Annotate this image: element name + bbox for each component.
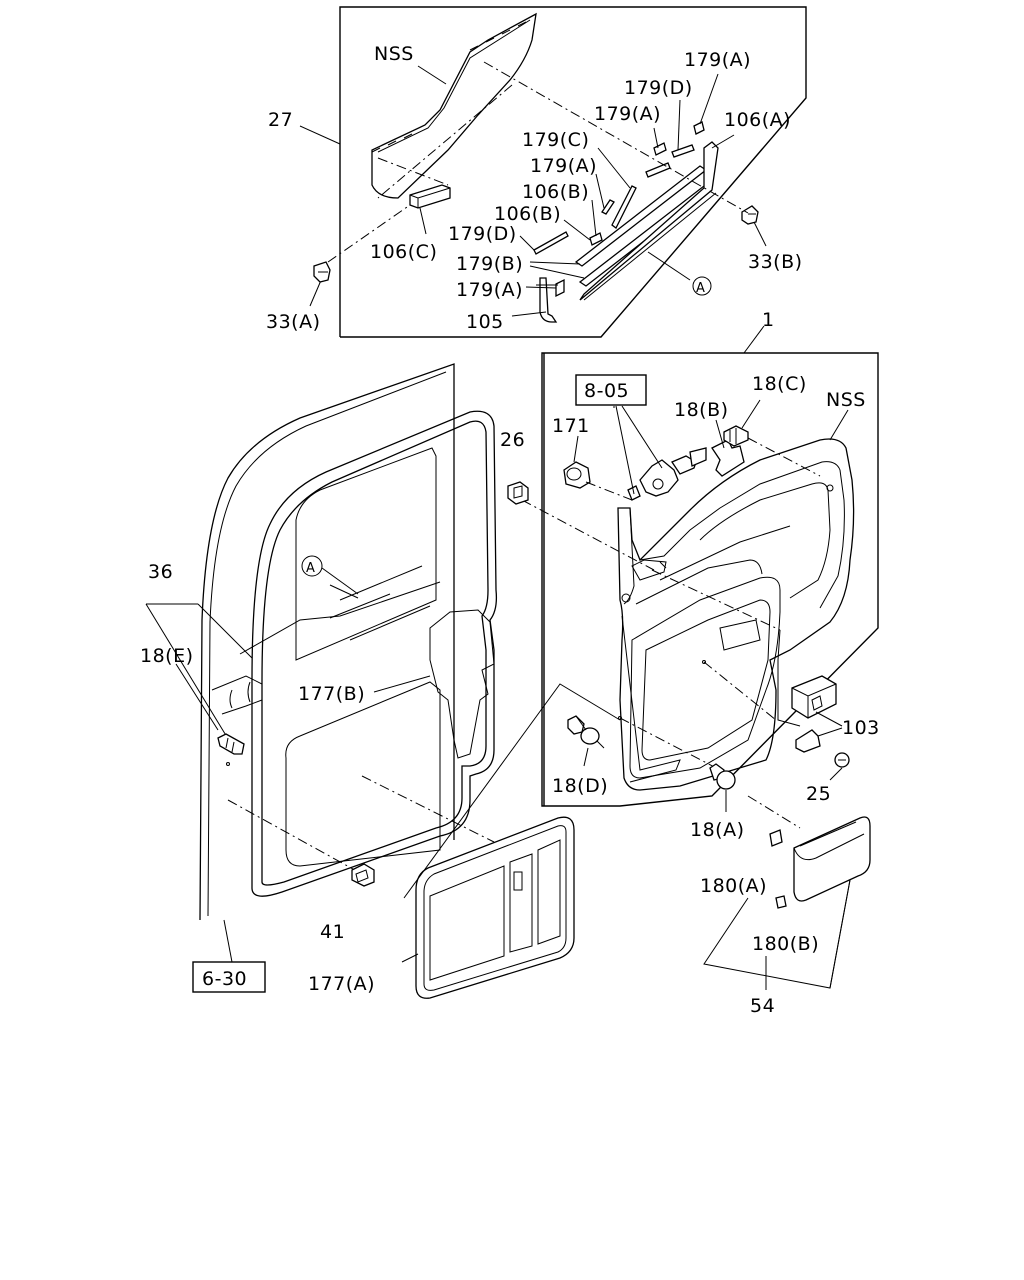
label-18b: 18(B) [674, 399, 729, 421]
dash-nss-106c [377, 157, 449, 186]
dash-pocket [747, 795, 801, 829]
top-detail-box [299, 6, 807, 338]
label-171: 171 [552, 415, 590, 437]
leader-103-left [777, 629, 801, 727]
label-54: 54 [750, 995, 775, 1017]
label-36: 36 [148, 561, 173, 583]
part-18b [711, 439, 745, 477]
label-27: 27 [268, 109, 293, 131]
label-179b: 179(B) [456, 253, 523, 275]
label-179d-2: 179(D) [448, 223, 517, 245]
part-177a-glass [401, 816, 575, 999]
dash-41 [227, 799, 363, 875]
right-leaders [403, 399, 849, 899]
label-41: 41 [320, 921, 345, 943]
label-103: 103 [842, 717, 880, 739]
door-leaders [145, 499, 655, 875]
ref-54-bracket [703, 879, 851, 990]
callout-a-door: A [306, 561, 315, 576]
part-106c [409, 184, 451, 209]
label-179a-1: 179(A) [684, 49, 751, 71]
label-106a: 106(A) [724, 109, 791, 131]
right-box-frame [541, 352, 879, 807]
callout-circle-a-door [301, 555, 323, 577]
label-18a: 18(A) [690, 819, 745, 841]
label-25: 25 [806, 783, 831, 805]
label-180b: 180(B) [752, 933, 819, 955]
labels: NSS 27 179(A) 179(D) 179(A) 106(A) 179(C… [140, 43, 880, 1017]
dash-clip [651, 569, 781, 631]
label-177b: 177(B) [298, 683, 365, 705]
dash-18c [747, 437, 821, 477]
label-18c: 18(C) [752, 373, 807, 395]
ref-box-630 [192, 961, 266, 993]
dash-33a [327, 204, 411, 263]
part-25 [829, 752, 850, 781]
ref-box-805 [575, 374, 647, 406]
right-detail-box [541, 325, 879, 807]
label-179a-3: 179(A) [530, 155, 597, 177]
ref-630-leader [223, 919, 233, 963]
top-box-frame [339, 6, 807, 338]
label-18e: 18(E) [140, 645, 194, 667]
part-180-pocket [769, 816, 871, 909]
part-105 [536, 277, 558, 323]
label-33b: 33(B) [748, 251, 803, 273]
label-179a-4: 179(A) [456, 279, 523, 301]
dash-vertical [377, 84, 513, 199]
part-18c [723, 425, 749, 447]
part-18e [217, 733, 245, 755]
part-171 [563, 461, 591, 489]
label-105: 105 [466, 311, 504, 333]
top-leaders [299, 65, 767, 317]
label-33a: 33(A) [266, 311, 321, 333]
label-106c: 106(C) [370, 241, 437, 263]
nss-trim-top [371, 12, 537, 199]
part-805-handle [627, 447, 707, 501]
leader-177a [401, 953, 419, 963]
door-panel [199, 363, 498, 921]
callout-circle-a-top [692, 276, 712, 296]
part-18a [709, 763, 736, 812]
part-26 [507, 481, 529, 505]
part-18d [567, 715, 600, 767]
part-33a [313, 261, 331, 283]
dash-18a [619, 717, 725, 773]
label-179c: 179(C) [522, 129, 589, 151]
label-179a-2: 179(A) [594, 103, 661, 125]
label-177a: 177(A) [308, 973, 375, 995]
molding-strips [574, 141, 719, 301]
label-nss-top: NSS [374, 43, 414, 65]
label-805: 8-05 [584, 380, 629, 402]
box-diag-line [403, 683, 621, 899]
label-179d-1: 179(D) [624, 77, 693, 99]
label-630: 6-30 [202, 968, 247, 990]
part-103 [791, 675, 843, 753]
dash-171 [585, 481, 633, 501]
dash-103 [703, 661, 777, 721]
label-18d: 18(D) [552, 775, 608, 797]
dash-177a [361, 775, 495, 843]
trim-panel [617, 438, 855, 791]
label-nss-right: NSS [826, 389, 866, 411]
hole-dot [226, 762, 230, 766]
label-106b-2: 106(B) [494, 203, 561, 225]
part-41 [351, 863, 375, 887]
callout-a-top: A [696, 281, 705, 296]
label-106b-1: 106(B) [522, 181, 589, 203]
label-26: 26 [500, 429, 525, 451]
part-33b [741, 205, 759, 225]
label-1: 1 [762, 309, 775, 331]
small-clips [533, 121, 705, 298]
label-180a: 180(A) [700, 875, 767, 897]
